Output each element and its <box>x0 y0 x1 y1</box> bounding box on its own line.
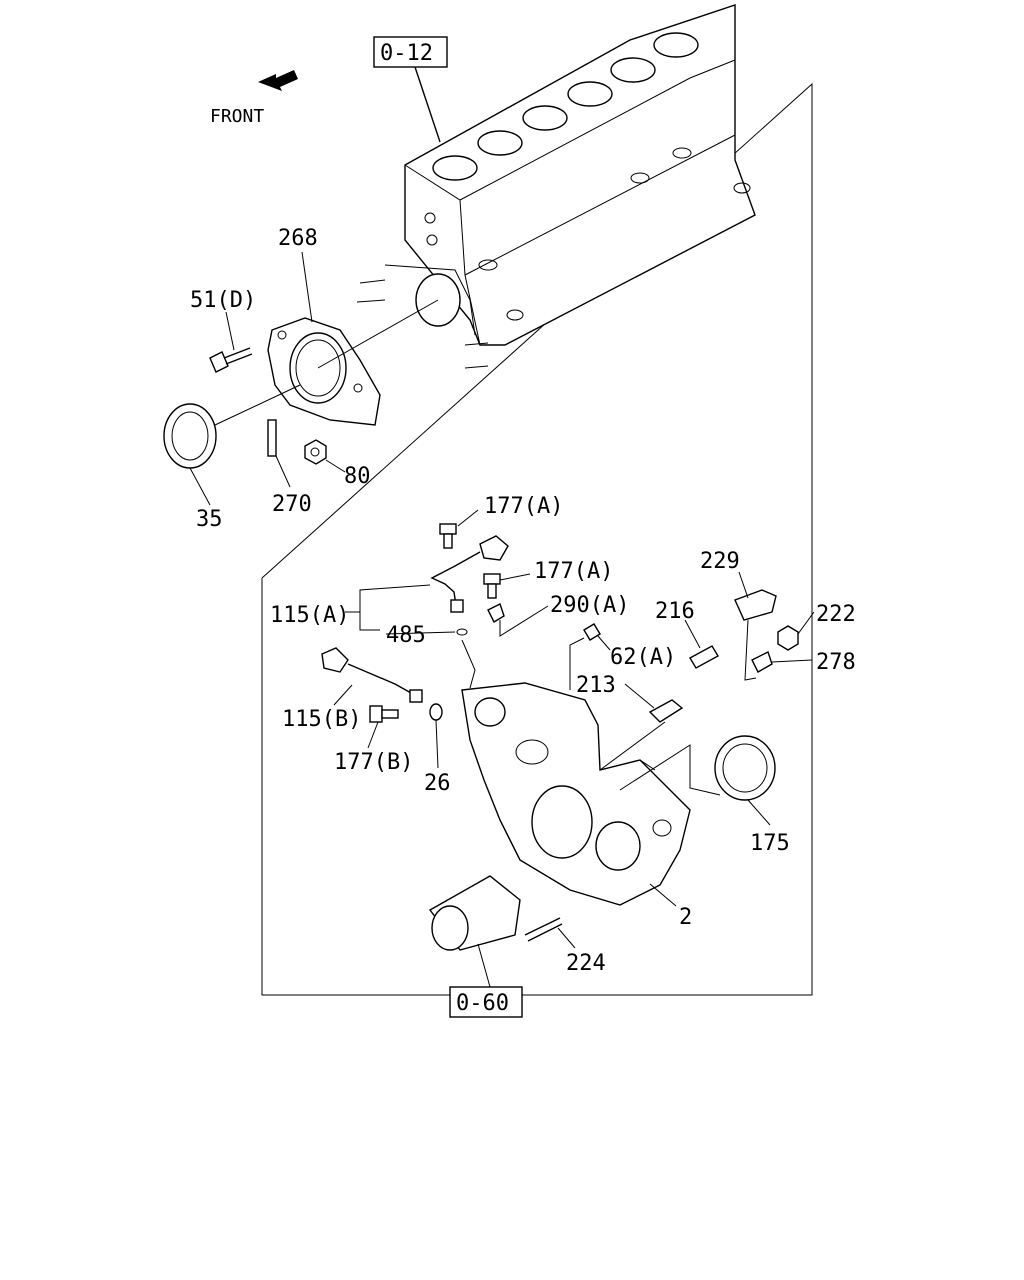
axis-line-seal <box>214 384 301 426</box>
axis-line-62a <box>569 637 585 690</box>
callout-175: 175 <box>750 831 790 856</box>
callout-222: 222 <box>816 602 856 627</box>
callout-268: 268 <box>278 226 318 251</box>
bolt-177a-upper <box>439 523 457 549</box>
callout-213: 213 <box>576 673 616 698</box>
callout-270: 270 <box>272 492 312 517</box>
callout-80: 80 <box>344 464 371 489</box>
leader-lines <box>189 251 815 949</box>
ref-starter-text: 0-60 <box>456 991 509 1016</box>
callout-115a: 115(A) <box>270 603 349 628</box>
callout-216: 216 <box>655 599 695 624</box>
callout-485: 485 <box>386 623 426 648</box>
stud-270 <box>267 419 277 457</box>
callout-177a-lower: 177(A) <box>534 559 613 584</box>
callout-229: 229 <box>700 549 740 574</box>
stud-216 <box>689 645 719 669</box>
ref-box-starter[interactable]: 0-60 <box>449 986 523 1018</box>
washer-26 <box>429 703 443 721</box>
front-arrow-icon <box>258 70 298 91</box>
seal-175 <box>714 735 776 801</box>
ref-box-block[interactable]: 0-12 <box>373 36 448 68</box>
bolt-177b <box>369 705 399 723</box>
axis-line-229 <box>744 619 757 681</box>
callout-224: 224 <box>566 951 606 976</box>
callout-278: 278 <box>816 650 856 675</box>
nut-80 <box>304 439 327 465</box>
callout-115b: 115(B) <box>282 707 361 732</box>
ref-block-text: 0-12 <box>380 41 433 66</box>
callout-177a-upper: 177(A) <box>484 494 563 519</box>
callout-62a: 62(A) <box>610 645 676 670</box>
axis-line-485 <box>461 639 476 689</box>
leader-block <box>414 66 441 143</box>
axis-line-rear <box>317 299 439 369</box>
rear-cover <box>267 317 381 426</box>
callout-35: 35 <box>196 507 223 532</box>
callout-26: 26 <box>424 771 451 796</box>
clip-278 <box>751 651 773 673</box>
axis-line-213 <box>599 721 666 771</box>
front-cover <box>461 682 691 906</box>
starter-motor <box>428 875 521 951</box>
bracket-213 <box>648 699 684 723</box>
nut-222 <box>777 625 799 651</box>
bolt-51d <box>209 347 253 373</box>
o-ring-485 <box>456 628 468 636</box>
callout-2: 2 <box>679 905 692 930</box>
bolt-62a <box>583 623 601 641</box>
callout-51d: 51(D) <box>190 288 256 313</box>
axis-line-175 <box>619 744 721 796</box>
stud-224 <box>524 917 563 942</box>
seal-35 <box>163 403 217 469</box>
front-label: FRONT <box>210 106 264 127</box>
bracket-229 <box>734 589 777 621</box>
sensor-115a <box>430 535 509 613</box>
leader-starter <box>477 943 491 988</box>
callout-290a: 290(A) <box>550 593 629 618</box>
cylinder-block <box>356 4 756 369</box>
callout-177b: 177(B) <box>334 750 413 775</box>
sensor-115b <box>321 647 423 703</box>
bolt-177a-lower <box>483 573 501 599</box>
sensor-290a <box>487 603 505 623</box>
